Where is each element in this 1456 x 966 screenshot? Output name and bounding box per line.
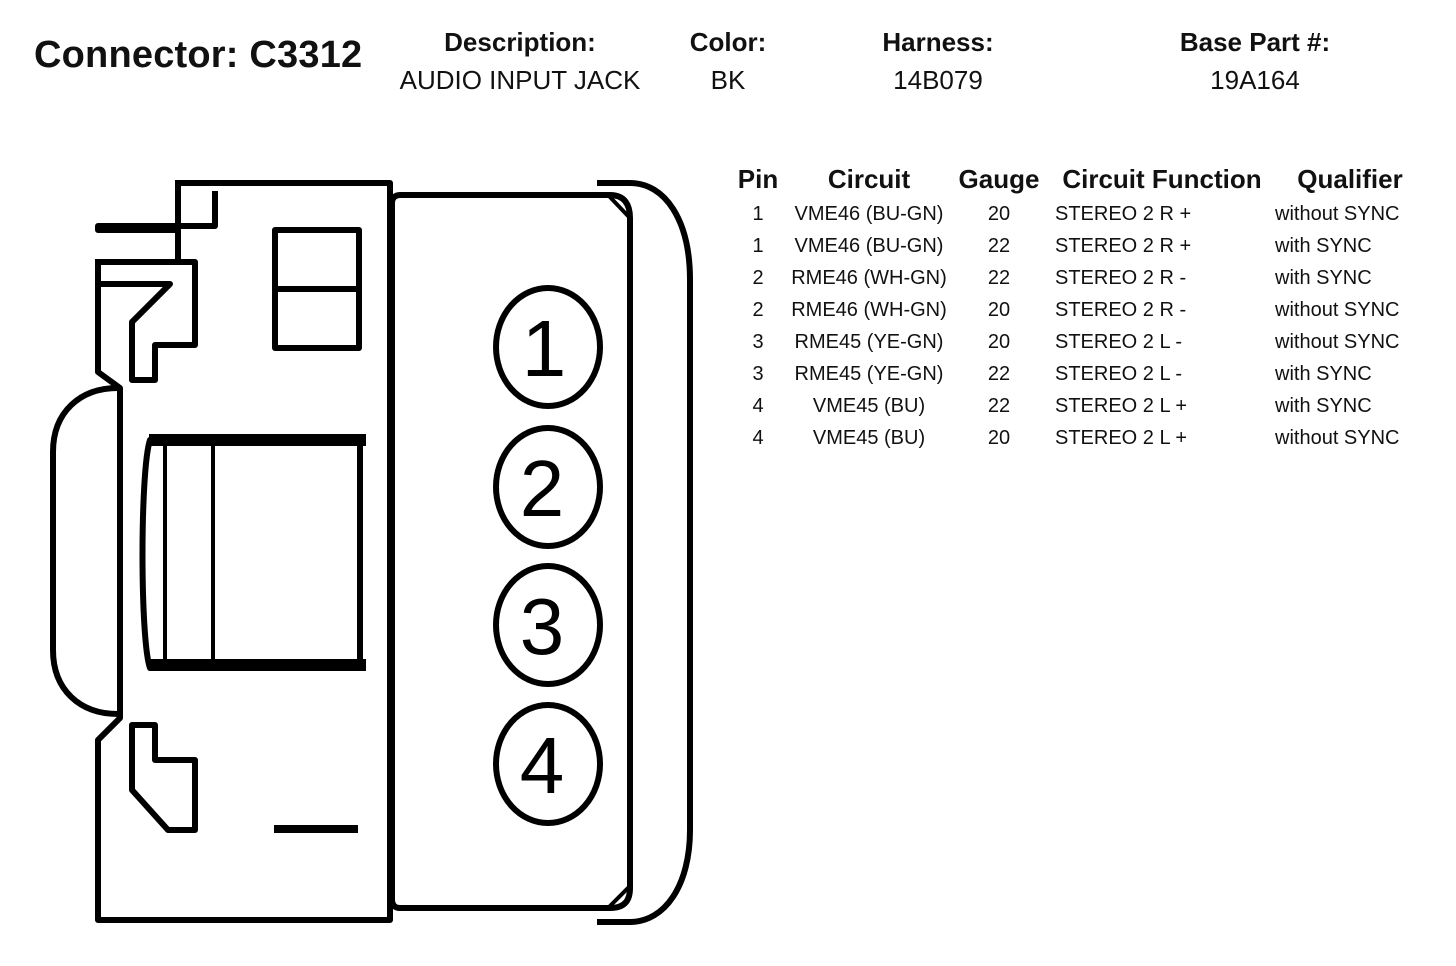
cell-circuit: VME46 (BU-GN) [794, 234, 944, 257]
connector-rim [597, 180, 693, 925]
table-row: 4 VME45 (BU) 20 STEREO 2 L + without SYN… [727, 422, 1425, 454]
cell-function: STEREO 2 R - [1055, 298, 1187, 321]
connector-housing-outline [95, 180, 393, 923]
cell-circuit: VME45 (BU) [812, 394, 926, 417]
connector-latch-dome [50, 384, 122, 718]
cell-pin: 3 [752, 362, 764, 385]
connector-upper-latch [95, 259, 198, 383]
cell-qualifier: with SYNC [1275, 394, 1372, 417]
cell-qualifier: without SYNC [1275, 202, 1400, 225]
pin-3-marker: 3 [493, 563, 603, 687]
connector-cavity [139, 437, 363, 671]
table-row: 2 RME46 (WH-GN) 20 STEREO 2 R - without … [727, 294, 1425, 326]
pin-table-header: Pin Circuit Gauge Circuit Function Quali… [727, 160, 1425, 198]
cell-function: STEREO 2 L - [1055, 330, 1183, 353]
description-value: AUDIO INPUT JACK [399, 65, 641, 95]
harness-value: 14B079 [893, 65, 983, 95]
connector-title: Connector: C3312 [34, 34, 363, 76]
harness-label: Harness: [882, 27, 994, 57]
table-row: 2 RME46 (WH-GN) 22 STEREO 2 R - with SYN… [727, 262, 1425, 294]
cell-gauge: 22 [987, 362, 1011, 385]
color-label: Color: [689, 27, 767, 57]
cell-qualifier: without SYNC [1275, 426, 1400, 449]
cell-gauge: 22 [987, 234, 1011, 257]
pin-4-label: 4 [520, 721, 565, 810]
pin-1-label: 1 [522, 304, 567, 393]
base-part-block: Base Part #: 19A164 [1150, 26, 1360, 96]
cell-circuit: RME46 (WH-GN) [791, 298, 947, 321]
description-label: Description: [444, 27, 596, 57]
cell-qualifier: without SYNC [1275, 298, 1400, 321]
cell-pin: 2 [752, 266, 764, 289]
table-row: 1 VME46 (BU-GN) 22 STEREO 2 R + with SYN… [727, 230, 1425, 262]
cell-pin: 1 [752, 234, 764, 257]
color-block: Color: BK [668, 26, 788, 96]
column-header-circuit-function: Circuit Function [1062, 163, 1262, 194]
pin-1-marker: 1 [493, 285, 603, 409]
cell-function: STEREO 2 L + [1055, 426, 1188, 449]
cell-function: STEREO 2 L - [1055, 362, 1183, 385]
cell-circuit: VME46 (BU-GN) [794, 202, 944, 225]
pin-3-label: 3 [520, 582, 565, 671]
cell-pin: 3 [752, 330, 764, 353]
cell-gauge: 20 [987, 330, 1011, 353]
base-part-value: 19A164 [1210, 65, 1300, 95]
cell-pin: 4 [752, 394, 764, 417]
cell-pin: 4 [752, 426, 764, 449]
cell-qualifier: with SYNC [1275, 362, 1372, 385]
cell-circuit: RME45 (YE-GN) [794, 362, 944, 385]
cell-function: STEREO 2 R + [1055, 202, 1192, 225]
table-row: 3 RME45 (YE-GN) 20 STEREO 2 L - without … [727, 326, 1425, 358]
connector-diagram: 1 2 3 4 [50, 180, 693, 925]
harness-block: Harness: 14B079 [838, 26, 1038, 96]
cell-qualifier: with SYNC [1275, 266, 1372, 289]
connector-lower-latch [129, 722, 198, 833]
cell-pin: 2 [752, 298, 764, 321]
cell-gauge: 20 [987, 298, 1011, 321]
cell-gauge: 22 [987, 394, 1011, 417]
cell-function: STEREO 2 L + [1055, 394, 1188, 417]
cell-pin: 1 [752, 202, 764, 225]
pin-table: Pin Circuit Gauge Circuit Function Quali… [727, 160, 1425, 454]
table-row: 3 RME45 (YE-GN) 22 STEREO 2 L - with SYN… [727, 358, 1425, 390]
cell-gauge: 22 [987, 266, 1011, 289]
cell-circuit: RME45 (YE-GN) [794, 330, 944, 353]
cell-circuit: VME45 (BU) [812, 426, 926, 449]
table-row: 4 VME45 (BU) 22 STEREO 2 L + with SYNC [727, 390, 1425, 422]
cell-function: STEREO 2 R - [1055, 266, 1187, 289]
column-header-qualifier: Qualifier [1297, 163, 1403, 194]
color-value: BK [710, 65, 746, 95]
base-part-label: Base Part #: [1179, 27, 1331, 57]
pin-2-marker: 2 [493, 425, 603, 549]
cell-function: STEREO 2 R + [1055, 234, 1192, 257]
cell-qualifier: without SYNC [1275, 330, 1400, 353]
column-header-pin: Pin [737, 163, 779, 194]
pin-2-label: 2 [520, 444, 565, 533]
pin-4-marker: 4 [493, 702, 603, 826]
connector-upper-notch [175, 180, 218, 229]
cell-qualifier: with SYNC [1275, 234, 1372, 257]
table-row: 1 VME46 (BU-GN) 20 STEREO 2 R + without … [727, 198, 1425, 230]
cell-gauge: 20 [987, 426, 1011, 449]
cell-gauge: 20 [987, 202, 1011, 225]
column-header-gauge: Gauge [958, 163, 1040, 194]
description-block: Description: AUDIO INPUT JACK [380, 26, 660, 96]
cell-circuit: RME46 (WH-GN) [791, 266, 947, 289]
column-header-circuit: Circuit [827, 163, 911, 194]
